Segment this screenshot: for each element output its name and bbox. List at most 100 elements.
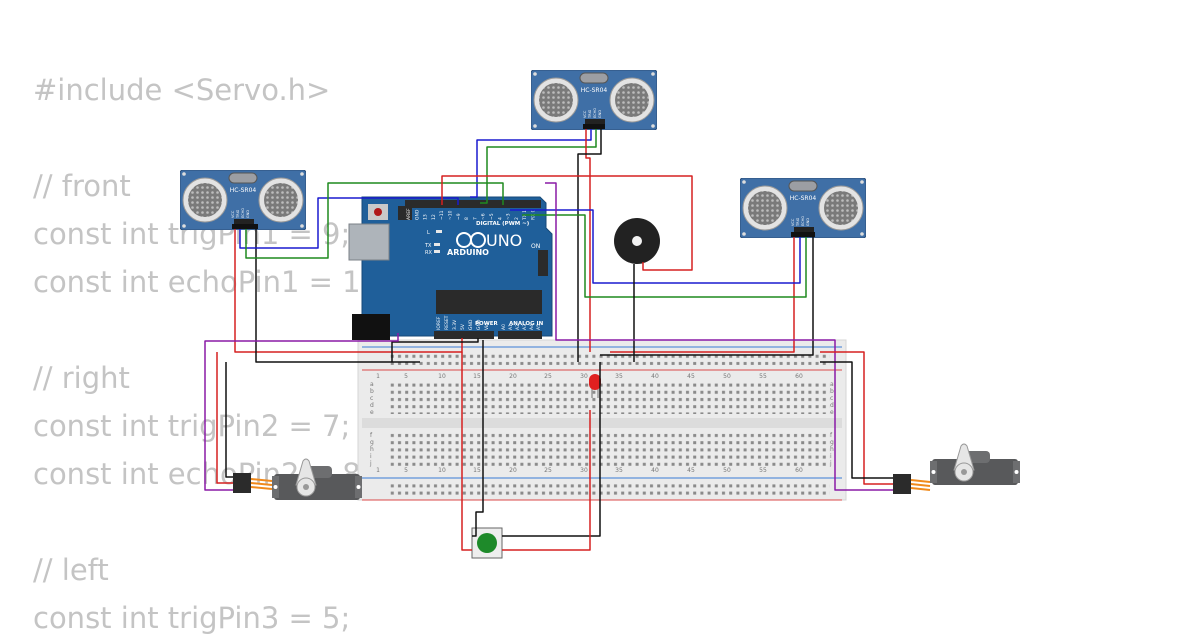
breadboard-column-number: 25 <box>544 467 552 474</box>
breadboard-column-number: 40 <box>651 373 659 380</box>
wire-right-vcc <box>610 236 795 353</box>
power-jack <box>352 314 390 340</box>
breadboard-column-number: 25 <box>544 373 552 380</box>
sensor-pin-label: TRIG <box>796 217 800 227</box>
usb-connector <box>348 223 390 261</box>
code-line: const int trigPin3 = 5; <box>33 601 351 635</box>
wire-servo-left-signal <box>204 333 399 491</box>
pin-label: A1 <box>508 324 514 330</box>
pin-label: 12 <box>431 214 437 220</box>
breadboard-column-number: 30 <box>580 373 588 380</box>
icsp2-header <box>398 206 412 220</box>
breadboard-column-number: 10 <box>438 373 446 380</box>
sensor-label-right: HC-SR04 <box>790 195 817 202</box>
digital-label: DIGITAL (PWM ~) <box>476 221 530 227</box>
sensor-pins <box>232 124 815 237</box>
wire-button-signal <box>472 340 484 537</box>
wire-button-vcc <box>461 352 472 551</box>
ultrasonic-sensor-front: HC-SR04 <box>531 70 657 130</box>
wire-servo-left-vcc <box>216 352 233 484</box>
pin-label: AREF <box>406 208 412 220</box>
breadboard-column-number: 45 <box>687 467 695 474</box>
breadboard-column-number: 1 <box>376 467 380 474</box>
breadboard-column-number: 20 <box>509 373 517 380</box>
sensor-pin-label: ECHO <box>241 208 245 218</box>
terminal-strip-bottom <box>390 432 830 466</box>
pin-label: 2 <box>514 217 520 220</box>
sensor-pin-label: GND <box>806 218 810 226</box>
breadboard-row-letter: g <box>830 439 834 446</box>
breadboard-row-letter: h <box>830 446 834 453</box>
pin-label: ~6 <box>481 213 487 220</box>
breadboard-column-number: 40 <box>651 467 659 474</box>
breadboard-column-number: 15 <box>473 373 481 380</box>
wire-right-trig <box>510 209 801 284</box>
arduino-uno: UNO ARDUINO ON DIGITAL (PWM ~) POWER ANA… <box>348 196 553 340</box>
status-led <box>434 243 440 246</box>
pin-label: ~9 <box>456 213 462 220</box>
breadboard-row-letter: d <box>830 402 834 409</box>
wire-front-echo <box>480 128 597 204</box>
wire-front-gnd <box>577 128 602 362</box>
wire-gnd <box>391 338 479 362</box>
sensor-pin-label: GND <box>598 110 602 118</box>
center-channel <box>362 418 842 428</box>
analog-header <box>498 331 542 339</box>
sensor-pin-label: ECHO <box>593 108 597 118</box>
wire-button-gnd <box>502 362 601 537</box>
atmega-chip <box>436 290 542 314</box>
breadboard: 1155101015152020252530303535404045455050… <box>357 339 847 501</box>
breadboard-column-number: 20 <box>509 467 517 474</box>
breadboard-column-number: 5 <box>404 373 408 380</box>
wires <box>204 128 893 551</box>
breadboard-row-letter: h <box>370 446 374 453</box>
breadboard-column-number: 30 <box>580 467 588 474</box>
breadboard-row-letter: j <box>369 460 372 467</box>
pin-label: ~10 <box>448 210 454 220</box>
push-button <box>471 527 503 559</box>
wire-servo-right-vcc <box>820 351 893 485</box>
led-label: L <box>427 230 430 236</box>
board-brand: ARDUINO <box>447 248 489 257</box>
code-line: const int trigPin1 = 9; <box>33 217 351 251</box>
breadboard-column-number: 50 <box>723 467 731 474</box>
sensor-label-front: HC-SR04 <box>581 87 608 94</box>
pin-label: A3 <box>522 324 528 330</box>
wire-servo-right-gnd <box>820 361 893 479</box>
breadboard-row-letter: i <box>370 453 372 460</box>
sensor-pin-label: GND <box>246 210 250 218</box>
breadboard-row-letter: e <box>830 409 834 416</box>
pin-label: 3.3V <box>452 319 458 330</box>
pin-label: Vin <box>484 323 490 330</box>
breadboard-row-letter: b <box>370 388 374 395</box>
power-rail-top <box>390 352 830 365</box>
ultrasonic-sensor-right: HC-SR04 <box>740 178 866 238</box>
wire-left-vcc <box>234 226 420 353</box>
breadboard-row-letter: c <box>370 395 373 402</box>
pin-label: IOREF <box>436 316 442 330</box>
breadboard-column-number: 60 <box>795 373 803 380</box>
power-label: POWER <box>475 321 499 327</box>
breadboard-row-letter: a <box>830 381 834 388</box>
breadboard-column-number: 5 <box>404 467 408 474</box>
pin-label: ~5 <box>489 213 495 220</box>
code-line: const int trigPin2 = 7; <box>33 409 351 443</box>
pin-label: GND <box>414 209 420 220</box>
servo-left-connector <box>233 473 251 493</box>
pin-label: GND <box>468 319 474 330</box>
pin-label: 13 <box>423 214 429 220</box>
wire-front-vcc <box>585 128 591 352</box>
breadboard-row-letter: b <box>830 388 834 395</box>
pin-label: ~11 <box>439 210 445 220</box>
breadboard-row-letter: d <box>370 402 374 409</box>
status-led <box>436 230 442 233</box>
breadboard-column-number: 35 <box>615 373 623 380</box>
sensor-pin-label: VCC <box>231 210 235 218</box>
wire-left-trig <box>239 197 459 249</box>
pin-label: 4 <box>497 217 503 220</box>
wire-servo-left-gnd <box>225 362 233 478</box>
servo-right-connector <box>893 474 911 494</box>
breadboard-row-letter: a <box>370 381 374 388</box>
pin-label: ~3 <box>506 213 512 220</box>
